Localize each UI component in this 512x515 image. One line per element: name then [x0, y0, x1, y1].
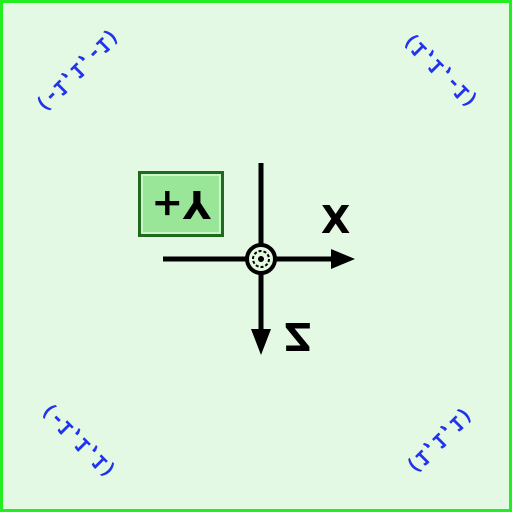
x-axis-label: X	[321, 198, 351, 242]
axis-gizmo	[163, 163, 355, 355]
z-axis-arrowhead	[251, 329, 271, 355]
up-axis-label-box: +Y	[138, 171, 224, 237]
origin-dot-icon	[258, 256, 264, 262]
z-axis-label: Z	[284, 314, 312, 358]
x-axis-arrowhead	[331, 249, 355, 269]
origin-ring-icon	[252, 250, 270, 268]
